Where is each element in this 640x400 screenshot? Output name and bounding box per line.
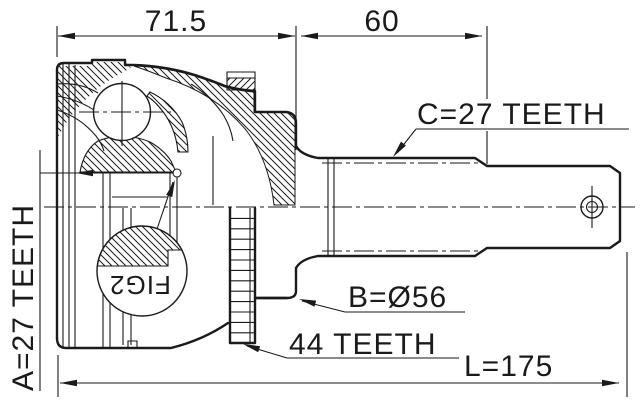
boot-clamp-notch bbox=[127, 340, 138, 348]
outer-spline-text: C=27 TEETH bbox=[417, 98, 606, 131]
bell-section-hatching bbox=[57, 62, 296, 206]
detail-leader-arrow bbox=[166, 180, 175, 198]
detail-groove-section bbox=[96, 225, 183, 267]
dimension-spline-length: 60 bbox=[301, 5, 488, 164]
dim-total-length-value: L=175 bbox=[464, 350, 553, 383]
dim-spline-length-value: 60 bbox=[364, 5, 399, 38]
dimension-total-length: L=175 bbox=[57, 252, 628, 397]
detail-reference-dot bbox=[172, 168, 182, 178]
abs-ring-text: 44 TEETH bbox=[289, 328, 437, 361]
label-abs-ring: 44 TEETH bbox=[243, 328, 459, 361]
cage-and-race-arcs bbox=[56, 83, 234, 205]
label-outer-spline: C=27 TEETH bbox=[393, 98, 629, 157]
label-body-diameter: B=Ø56 bbox=[299, 281, 465, 314]
abs-ring-teeth bbox=[230, 208, 255, 343]
dimension-bell-depth: 71.5 bbox=[56, 5, 297, 150]
part-outline bbox=[55, 58, 622, 350]
label-inner-spline: A=27 TEETH bbox=[7, 150, 182, 391]
abs-ring-section bbox=[226, 71, 256, 91]
ball-center-marks bbox=[79, 81, 173, 146]
detail-ref-label: FIG2 bbox=[109, 270, 171, 300]
dim-bell-depth-value: 71.5 bbox=[145, 5, 207, 38]
body-diameter-text: B=Ø56 bbox=[348, 281, 447, 314]
inner-spline-text: A=27 TEETH bbox=[7, 204, 40, 391]
detail-bubble: FIG2 bbox=[96, 180, 188, 317]
boot-groove-lines bbox=[62, 64, 178, 347]
